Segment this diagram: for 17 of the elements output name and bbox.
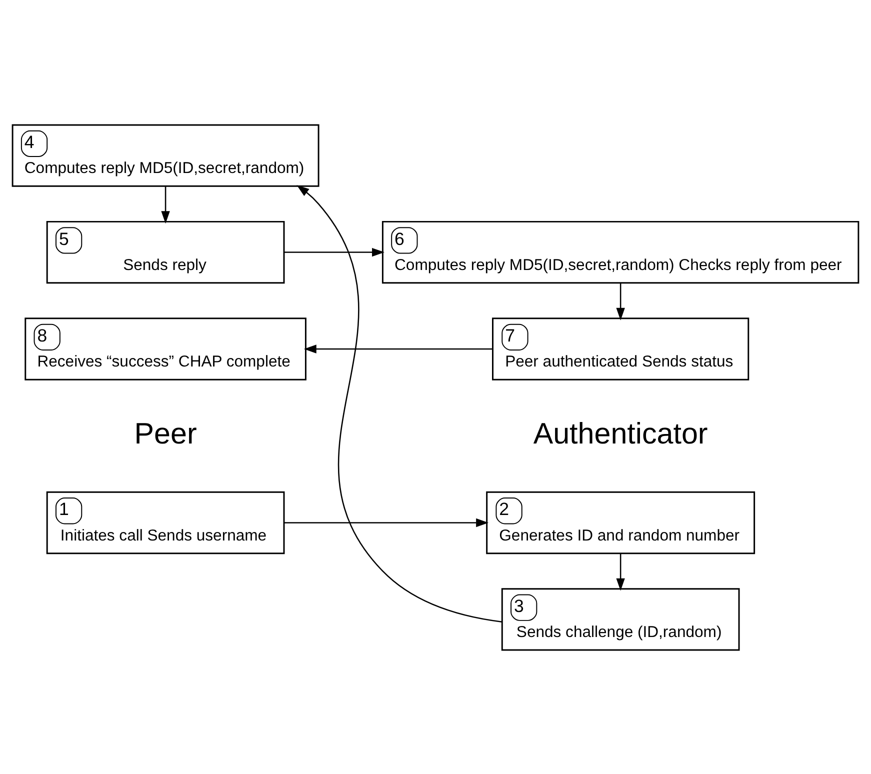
arrow: [161, 186, 170, 224]
node-box: 8 Receives “success” CHAP complete: [24, 317, 306, 380]
arrow: [284, 518, 489, 527]
arrow: [284, 247, 384, 256]
label: Peer: [134, 416, 197, 450]
node-box: 3 Sends challenge (ID,random): [501, 588, 740, 650]
node-box: 5 Sends reply: [46, 220, 285, 284]
node-box: 6 Computes reply MD5(ID,secret,random) Checks reply from peer: [382, 220, 860, 284]
arrow: [616, 552, 625, 590]
arrow: [296, 184, 502, 622]
label: Authenticator: [533, 416, 708, 450]
node-box: 4 Computes reply MD5(ID,secret,random): [12, 124, 320, 186]
arrow: [616, 282, 625, 320]
node-box: 1 Initiates call Sends username: [46, 490, 285, 554]
node-box: 7 Peer authenticated Sends status: [492, 317, 750, 380]
node-box: 2 Generates ID and random number: [486, 490, 756, 554]
arrow: [304, 344, 493, 353]
